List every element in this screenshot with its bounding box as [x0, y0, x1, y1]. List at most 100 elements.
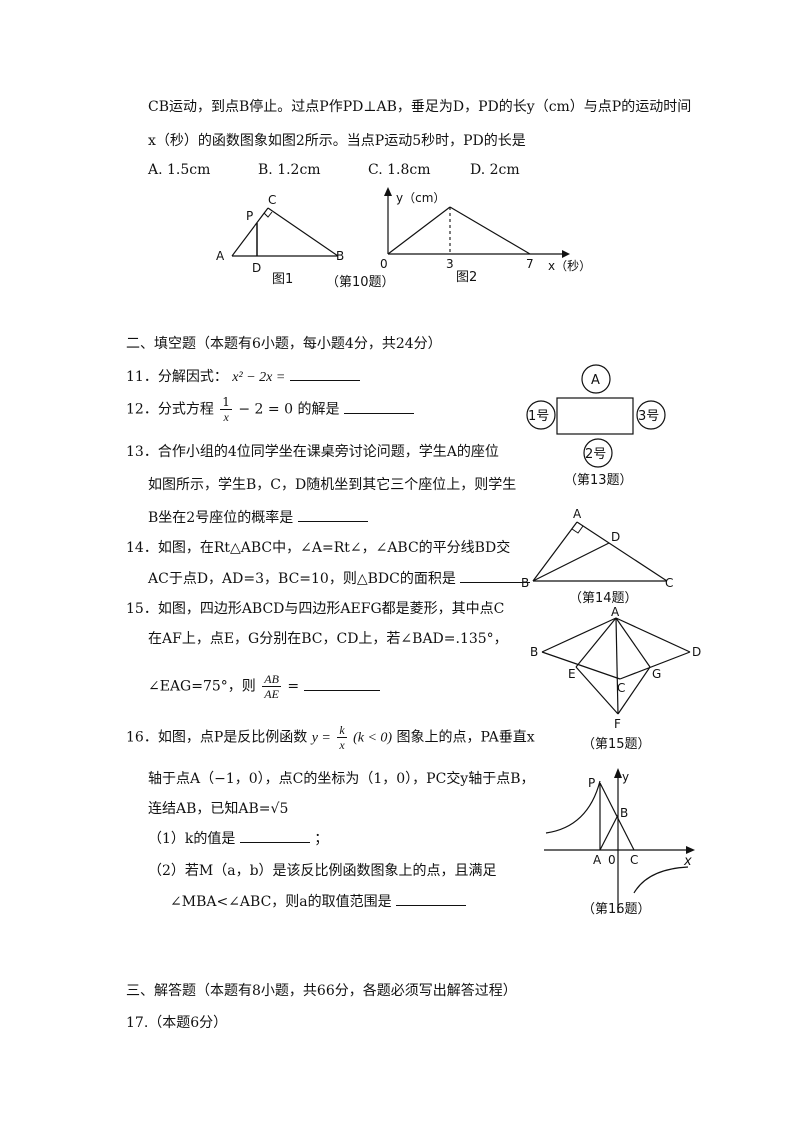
- q11-text: 11．分解因式：: [126, 369, 228, 385]
- q12-rest: − 2 = 0 的解是: [238, 401, 340, 418]
- q11: 11．分解因式： x² − 2x =: [126, 366, 360, 386]
- fig13-seat-3: 3号: [638, 409, 659, 424]
- fig15-caption: （第15题）: [582, 737, 651, 752]
- q16-line2: 轴于点A（−1，0），点C的坐标为（1，0），PC交y轴于点B，: [148, 771, 535, 787]
- section-3-heading: 三、解答题（本题有8小题，共66分，各题必须写出解答过程）: [126, 983, 517, 999]
- q14-line1: 14．如图，在Rt△ABC中，∠A=Rt∠，∠ABC的平分线BD交: [126, 540, 511, 556]
- fig14-label-a: A: [573, 507, 582, 521]
- q13-line3: B坐在2号座位的概率是: [148, 507, 368, 527]
- q15-line1: 15．如图，四边形ABCD与四边形AEFG都是菱形，其中点C: [126, 601, 505, 617]
- q16-figure: P y B A 0 C x （第16题）: [544, 768, 695, 917]
- q10-option-d: D. 2cm: [470, 162, 520, 178]
- q16-numerator: k: [337, 723, 347, 738]
- q12-numerator: 1: [220, 395, 232, 410]
- fig13-seat-1: 1号: [528, 409, 549, 424]
- q10-option-b: B. 1.2cm: [258, 162, 321, 178]
- q14-line2: AC于点D，AD=3，BC=10，则△BDC的面积是: [148, 568, 531, 588]
- q16-sub1-text: （1）k的值是: [148, 831, 236, 847]
- fig10-label-b: B: [336, 249, 344, 263]
- q10-option-c: C. 1.8cm: [368, 162, 431, 178]
- fig15-label-g: G: [652, 667, 661, 681]
- q15-fraction: AB AE: [262, 672, 281, 701]
- q15-line3: ∠EAG=75°，则 AB AE =: [148, 672, 380, 701]
- q10-option-a: A. 1.5cm: [148, 162, 211, 178]
- q16-sub1-blank: [239, 828, 310, 843]
- fig10-caption-1: 图1: [272, 272, 293, 287]
- q13-line1: 13．合作小组的4位同学坐在课桌旁讨论问题，学生A的座位: [126, 444, 499, 460]
- fig15-label-b: B: [530, 645, 538, 659]
- q16-sub1-end: ；: [314, 831, 329, 847]
- fig13-caption: （第13题）: [564, 473, 633, 488]
- fig10-tick-3: 3: [446, 257, 454, 271]
- fig15-label-a: A: [611, 605, 620, 619]
- fig15-label-c: C: [617, 681, 625, 695]
- fig13-seat-a: A: [591, 373, 600, 388]
- fig16-origin: 0: [608, 853, 616, 867]
- q15-denominator: AE: [264, 687, 279, 701]
- q14-figure: A B C D （第14题）: [521, 507, 673, 606]
- fig16-label-p: P: [588, 776, 595, 790]
- fig16-label-b: B: [620, 806, 628, 820]
- q15-equals: =: [287, 678, 300, 695]
- fig14-label-c: C: [665, 576, 673, 590]
- fig16-axis-y: y: [622, 770, 629, 784]
- q10-figure-2: y（cm） x（秒） 0 3 7 图2 （第10题）: [326, 187, 591, 290]
- q13-figure: A 1号 3号 2号 （第13题）: [526, 364, 666, 488]
- fig16-axis-x: x: [683, 854, 692, 869]
- fig10-xlabel: x（秒）: [548, 259, 591, 273]
- fig10-origin: 0: [380, 257, 388, 271]
- fig10-label-d: D: [252, 261, 261, 275]
- q13-answer-blank: [297, 507, 368, 522]
- q10-line1: CB运动，到点B停止。过点P作PD⊥AB，垂足为D，PD的长y（cm）与点P的运…: [148, 99, 692, 115]
- section-2-heading: 二、填空题（本题有6小题，每小题4分，共24分）: [126, 336, 442, 352]
- fig16-label-c: C: [630, 853, 638, 867]
- q10-line2: x（秒）的函数图象如图2所示。当点P运动5秒时，PD的长是: [148, 133, 526, 149]
- fig15-label-f: F: [614, 717, 621, 731]
- q16-sub2a: （2）若M（a，b）是该反比例函数图象上的点，且满足: [148, 863, 497, 879]
- q12-fraction: 1 x: [220, 395, 232, 424]
- fig16-caption: （第16题）: [582, 902, 651, 917]
- q16-sub1: （1）k的值是 ；: [148, 828, 328, 848]
- q14-line2-text: AC于点D，AD=3，BC=10，则△BDC的面积是: [148, 571, 456, 587]
- q16-condition: (k < 0): [353, 730, 393, 746]
- fig10-tick-7: 7: [526, 257, 534, 271]
- fig13-seat-2: 2号: [585, 447, 606, 462]
- q17-heading: 17.（本题6分）: [126, 1015, 228, 1031]
- fig15-label-e: E: [568, 667, 576, 681]
- fig14-caption: （第14题）: [569, 591, 638, 606]
- q12-answer-blank: [343, 399, 414, 414]
- fig15-label-d: D: [692, 645, 701, 659]
- q16-sub2-blank: [396, 891, 467, 906]
- fig14-label-b: B: [521, 576, 529, 590]
- q13-line2: 如图所示，学生B，C，D随机坐到其它三个座位上，则学生: [148, 477, 517, 493]
- fig10-caption-2: 图2: [456, 270, 477, 285]
- fig16-label-a: A: [593, 853, 602, 867]
- q16-sub2b-text: ∠MBA<∠ABC，则a的取值范围是: [170, 894, 392, 910]
- fig10-caption: （第10题）: [326, 275, 395, 290]
- q10-figure-1: A B C D P 图1: [216, 193, 344, 287]
- q15-line2: 在AF上，点E，G分别在BC，CD上，若∠BAD=.135°，: [148, 631, 508, 647]
- q16-line1: 16．如图，点P是反比例函数 y = k x (k < 0) 图象上的点，PA垂…: [126, 723, 535, 752]
- fig10-label-p: P: [246, 209, 253, 223]
- fig10-label-c: C: [268, 193, 276, 207]
- q16-y: y =: [311, 730, 331, 746]
- fig10-ylabel: y（cm）: [396, 191, 445, 205]
- q14-answer-blank: [460, 568, 531, 583]
- q16-denominator: x: [339, 738, 345, 752]
- q11-expr: x² − 2x =: [232, 370, 286, 385]
- q15-numerator: AB: [262, 672, 281, 687]
- fig10-label-a: A: [216, 249, 225, 263]
- q15-figure: A B C D E F G （第15题）: [530, 605, 701, 752]
- q13-line3-text: B坐在2号座位的概率是: [148, 510, 294, 526]
- q12: 12．分式方程 1 x − 2 = 0 的解是: [126, 395, 414, 424]
- q15-line3-text: ∠EAG=75°，则: [148, 678, 256, 695]
- q16-fraction: k x: [337, 723, 347, 752]
- q12-text: 12．分式方程: [126, 401, 214, 418]
- q11-answer-blank: [289, 366, 360, 381]
- fig14-label-d: D: [611, 530, 620, 544]
- q16-line3: 连结AB，已知AB=√5: [148, 801, 289, 817]
- q16-line1-rest: 图象上的点，PA垂直x: [396, 729, 535, 746]
- q16-sub2b: ∠MBA<∠ABC，则a的取值范围是: [170, 891, 467, 911]
- q15-answer-blank: [303, 676, 380, 691]
- q12-denominator: x: [223, 410, 229, 424]
